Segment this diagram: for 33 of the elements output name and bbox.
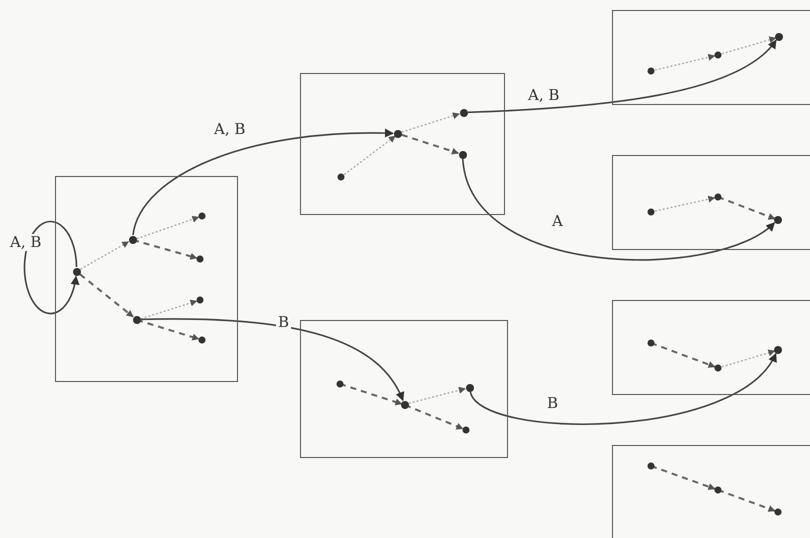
state-panel: [300, 320, 508, 458]
state-dot: [458, 150, 466, 158]
edge-label: A, B: [8, 234, 44, 251]
transition-arrow: [132, 128, 394, 236]
transition-arrow: [470, 352, 776, 425]
state-panel: [612, 445, 810, 538]
state-panel: [612, 10, 810, 105]
state-dot: [774, 216, 782, 224]
state-dot: [128, 236, 136, 244]
edge-label: A, B: [526, 87, 562, 104]
state-dot: [132, 316, 140, 324]
transition-arrow: [24, 220, 80, 314]
transition-arrow: [141, 318, 404, 402]
trajectory-arrow: [401, 134, 459, 154]
state-panel: [612, 300, 810, 395]
trajectory-arrow: [402, 112, 460, 133]
state-dot: [460, 108, 468, 116]
trajectory-arrow: [79, 274, 134, 318]
trajectory-arrow: [408, 386, 466, 404]
state-dot: [394, 130, 402, 138]
state-dot: [774, 346, 782, 354]
trajectory-arrow: [80, 241, 130, 270]
state-dot: [466, 384, 474, 392]
transition-arrow: [462, 158, 776, 261]
state-panel: [55, 176, 238, 382]
edge-label: A, B: [212, 121, 248, 138]
state-dot: [400, 400, 408, 408]
state-dot: [72, 268, 80, 276]
transition-arrow: [468, 40, 777, 114]
state-dot: [774, 32, 782, 40]
state-panel: [300, 73, 505, 215]
edge-label: B: [276, 314, 292, 331]
state-panel: [612, 155, 810, 250]
